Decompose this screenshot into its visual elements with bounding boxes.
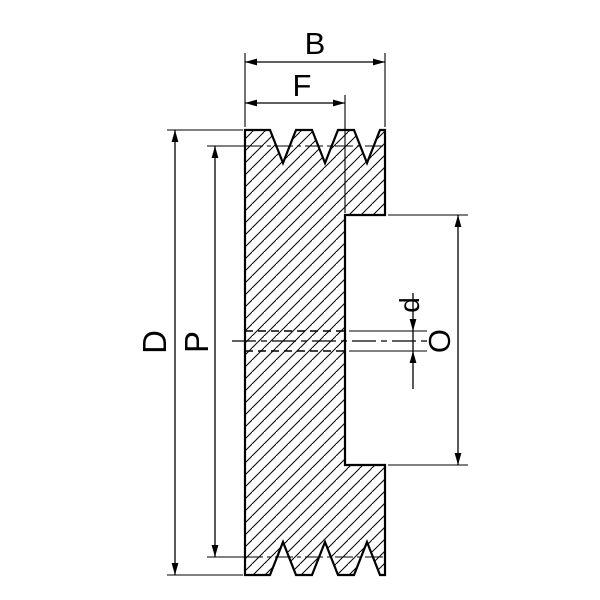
- dimension-outside-diameter: D: [136, 129, 243, 576]
- dimension-pitch-diameter: P: [178, 145, 244, 558]
- dimension-label-B: B: [305, 26, 326, 61]
- dimension-overall-width: B: [244, 26, 386, 127]
- dimension-label-d: d: [394, 297, 425, 313]
- dimension-label-P: P: [178, 331, 215, 353]
- dimension-label-D: D: [136, 330, 173, 354]
- dimension-boss-diameter: O: [388, 214, 468, 466]
- dimension-bore-diameter: d: [349, 293, 427, 389]
- dimension-label-F: F: [293, 68, 312, 103]
- dimension-recess-width: F: [245, 68, 346, 213]
- pulley-cross-section: [243, 128, 387, 577]
- dimension-label-O: O: [422, 329, 457, 353]
